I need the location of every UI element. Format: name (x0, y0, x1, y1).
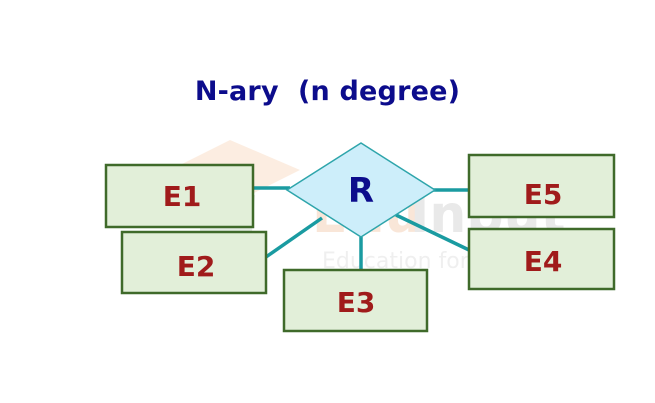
relationship-label: R (348, 171, 374, 211)
entity-e2-box (120, 230, 268, 295)
entity-e1-box (104, 163, 255, 229)
entity-e1[interactable]: E1 (104, 163, 255, 229)
entity-e2[interactable]: E2 (120, 230, 268, 295)
entity-e3-box (282, 268, 429, 333)
relationship-diamond (285, 142, 437, 238)
entity-e5-label: E5 (524, 178, 563, 211)
diagram-title: N-ary (n degree) (194, 76, 461, 107)
entity-e1-label: E1 (163, 180, 202, 213)
connector-r-e4 (395, 213, 470, 252)
entity-e4-box (467, 227, 616, 291)
relationship-r[interactable]: R (285, 142, 437, 238)
entity-e2-label: E2 (177, 250, 216, 283)
entity-e3-label: E3 (337, 286, 376, 319)
entity-e5[interactable]: E5 (467, 153, 616, 219)
connector-r-e2 (264, 216, 324, 259)
connectors (253, 186, 470, 270)
entity-e3[interactable]: E3 (282, 268, 429, 333)
entity-e4[interactable]: E4 (467, 227, 616, 291)
entity-e4-label: E4 (524, 245, 563, 278)
entity-e5-box (467, 153, 616, 219)
